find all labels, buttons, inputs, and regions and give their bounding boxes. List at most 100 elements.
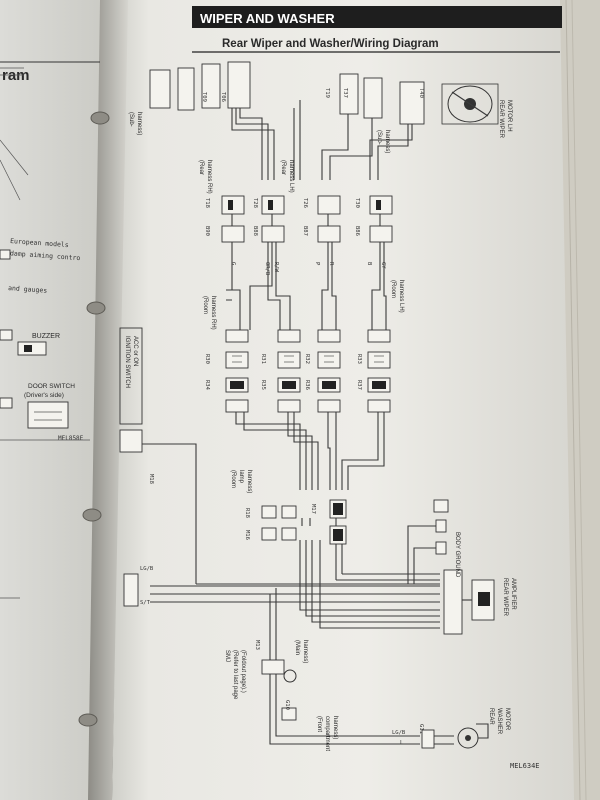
- sub-harness-right-label-2: harness): [384, 130, 390, 153]
- sub-harness-right-label: (Sub-: [376, 130, 382, 145]
- room-harness-rh-label-2: harness RH): [210, 296, 216, 330]
- front-compartment-label-3: harness): [332, 716, 338, 739]
- conn-top-5: T40: [418, 88, 424, 98]
- door-switch-side: (Driver's side): [24, 392, 64, 399]
- rear-harness-lh-label: (Rear: [280, 160, 286, 175]
- rear-washer-motor: REAR WASHER MOTOR: [421, 708, 510, 749]
- front-compartment-label: (Front: [316, 716, 322, 732]
- wire-lg-b-bottom: LG/B: [392, 730, 406, 736]
- wire-color-b: B: [366, 262, 372, 266]
- washer-motor-label-2: WASHER: [496, 708, 502, 735]
- wire-color-gy: GY: [380, 262, 386, 269]
- mid-connector-row-2: B90 B88 B87 B86 G OR/B R/W P R B GY: [204, 214, 393, 276]
- wire-s-t: S/T: [140, 600, 151, 606]
- conn-lower-1: R18: [244, 508, 250, 518]
- smj-ref: (Refer to last page: [232, 650, 238, 700]
- lower-connectors: R18 M16 M17: [244, 499, 347, 604]
- room-harness-rh-label: (Room: [202, 296, 208, 314]
- ignition-switch-label: IGNITION SWITCH: [124, 336, 130, 388]
- smj-main: (Main: [294, 640, 300, 655]
- conn-mid1-3: T26: [302, 198, 308, 208]
- rear-wiper-amplifier: REAR WIPER AMPLIFIER: [443, 569, 516, 635]
- room-harness-lh-label: (Room: [390, 280, 396, 298]
- rear-harness-rh-label: (Rear: [198, 160, 204, 175]
- smj-label: SMJ: [224, 650, 230, 662]
- conn-room-a-2: R31: [260, 354, 266, 364]
- conn-room-b-3: R36: [304, 380, 310, 390]
- ignition-switch: IGNITION SWITCH ACC or ON M18: [119, 327, 197, 584]
- rear-harness-lh-label-2: harness LH): [288, 160, 294, 193]
- room-connectors: R30 R31 R32 R33 R34 R35 R36 R37: [204, 329, 391, 413]
- conn-mid2-4: B86: [354, 226, 360, 236]
- conn-room-a-3: R32: [304, 354, 310, 364]
- conn-mid1-1: T18: [204, 198, 210, 208]
- door-switch-label: DOOR SWITCH: [28, 383, 75, 390]
- rear-harness-rh-label-2: harness RH): [206, 160, 212, 194]
- sub-harness-top-label-2: harness): [136, 112, 142, 135]
- conn-top-3: T19: [324, 88, 330, 98]
- body-ground: BODY GROUND: [407, 499, 460, 584]
- wire-color-g: G: [230, 262, 236, 265]
- book-gutter: [88, 0, 130, 800]
- middle-wire-bundle: (Room lamp harness): [230, 412, 385, 493]
- conn-m18-left: M18: [148, 474, 154, 484]
- wire-color-r: R: [328, 262, 334, 266]
- right-page: [112, 0, 575, 800]
- smj-ref-2: (Foldout page).): [240, 650, 246, 693]
- conn-room-a-4: R33: [356, 354, 362, 364]
- washer-motor-label: REAR: [488, 708, 494, 725]
- wire-lg-b: LG/B: [140, 566, 154, 572]
- conn-top-2: T06: [220, 92, 226, 102]
- buzzer-label: BUZZER: [32, 333, 60, 340]
- conn-bottom-2: G11: [418, 724, 424, 734]
- mid-connector-row-1: T18 T28 T26 T30: [204, 195, 393, 215]
- left-note-3: and gauges: [8, 284, 48, 295]
- room-harness-lh-label-2: harness LH): [398, 280, 404, 313]
- amplifier-label: REAR WIPER: [502, 578, 508, 617]
- room-harness-wires: (Room harness RH) (Room harness LH): [202, 242, 404, 330]
- top-connectors: REAR WIPER MOTOR LH (Sub- harness) (Sub-…: [128, 61, 512, 153]
- room-lamp-harness-label-3: harness): [246, 470, 252, 493]
- conn-mid2-3: B87: [302, 226, 308, 236]
- main-bus: LG/B S/T: [123, 566, 440, 629]
- conn-room-a-1: R30: [204, 354, 210, 364]
- section-title: WIPER AND WASHER: [200, 11, 335, 26]
- diagram-body: REAR WIPER MOTOR LH (Sub- harness) (Sub-…: [119, 61, 540, 770]
- conn-room-b-2: R35: [260, 380, 266, 390]
- wire-color-p: P: [314, 262, 320, 266]
- conn-lower-2: M16: [244, 530, 250, 540]
- conn-mid1-4: T30: [354, 198, 360, 208]
- binder-rings: [78, 111, 110, 727]
- room-lamp-harness-label: (Room: [230, 470, 236, 488]
- washer-motor-label-3: MOTOR: [504, 708, 510, 731]
- diagram-title: Rear Wiper and Washer/Wiring Diagram: [222, 38, 439, 50]
- left-ref-code: MEL858E: [58, 435, 84, 442]
- room-lamp-harness-label-2: lamp: [238, 470, 244, 484]
- conn-mid2-1: B90: [204, 226, 210, 236]
- ref-code: MEL634E: [510, 762, 540, 770]
- conn-room-b-4: R37: [356, 380, 362, 390]
- conn-top-1: T09: [201, 92, 207, 102]
- front-compartment-label-2: compartment: [324, 716, 330, 751]
- conn-top-4: T37: [342, 88, 348, 98]
- conn-mid1-2: T28: [252, 198, 258, 208]
- smj-block: SMJ (Refer to last page (Foldout page).)…: [224, 588, 424, 751]
- conn-lower-3: M17: [310, 504, 316, 514]
- conn-mid2-2: B88: [252, 226, 258, 236]
- conn-room-b-1: R34: [204, 380, 210, 391]
- conn-bottom-3: M13: [254, 640, 260, 650]
- page-header: WIPER AND WASHER Rear Wiper and Washer/W…: [192, 6, 562, 53]
- left-page-title: ram: [2, 67, 30, 84]
- wire-color-orb: OR/B: [264, 262, 270, 276]
- rear-wiper-motor-lh-label: REAR WIPER: [498, 100, 504, 139]
- ignition-switch-position: ACC or ON: [132, 336, 138, 366]
- body-ground-label: BODY GROUND: [454, 532, 460, 578]
- smj-main-2: harness): [302, 640, 308, 663]
- sub-harness-top-label: (Sub-: [128, 112, 134, 127]
- amplifier-label-2: AMPLIFIER: [510, 578, 516, 610]
- wire-l-bottom: L: [400, 740, 404, 746]
- conn-bottom-1: G10: [284, 700, 290, 710]
- rear-wiper-motor-lh-label-2: MOTOR LH: [506, 100, 512, 132]
- upper-wires: (Rear harness RH) (Rear harness LH): [198, 100, 413, 194]
